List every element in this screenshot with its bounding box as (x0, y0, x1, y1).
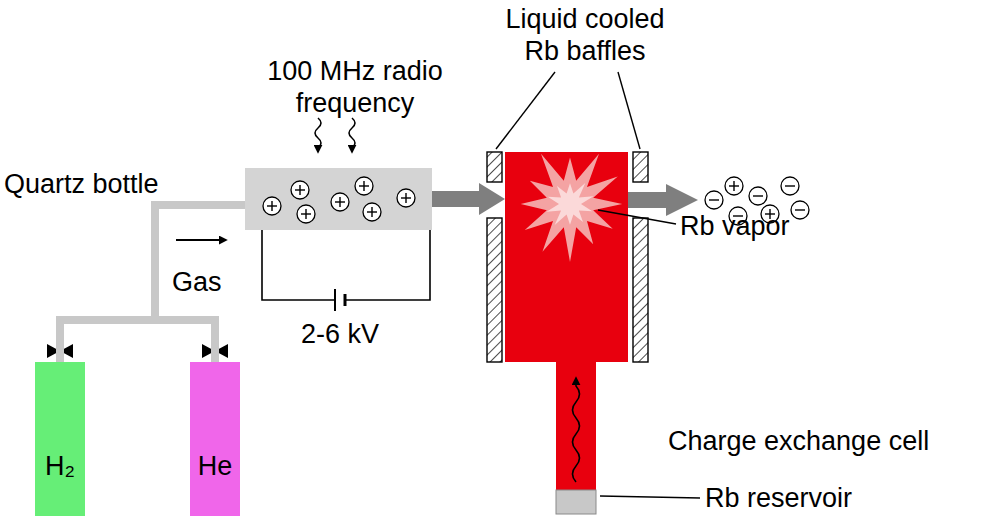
positive-ion (299, 185, 300, 195)
positive-ion (263, 197, 281, 215)
cell-label: Charge exchange cell (668, 425, 929, 457)
positive-ion (725, 177, 743, 195)
positive-ion (263, 197, 281, 215)
negative-ion (705, 191, 723, 209)
baffle (487, 152, 648, 362)
leader-line (600, 496, 700, 498)
positive-ion (305, 209, 306, 219)
positive-ion (405, 193, 406, 203)
positive-ion (725, 177, 743, 195)
flow-arrow (176, 239, 226, 241)
negative-ion (791, 201, 809, 219)
negative-ion (791, 201, 809, 219)
positive-ion (363, 203, 381, 221)
negative-ion (795, 209, 805, 210)
valve-symbol (47, 344, 228, 358)
positive-ion (297, 205, 315, 223)
negative-ion (781, 177, 799, 195)
positive-ion (331, 193, 349, 211)
positive-ion (371, 207, 372, 217)
gas-bottle: He (190, 362, 240, 516)
vapor-flow (573, 378, 580, 482)
voltage-circuit (344, 294, 347, 306)
negative-ion (781, 177, 799, 195)
positive-ion (355, 177, 373, 195)
positive-ion (271, 201, 272, 211)
positive-ion (355, 177, 373, 195)
leader-line (598, 210, 676, 224)
positive-ion (733, 181, 734, 191)
positive-ion (339, 197, 340, 207)
node-text: He (198, 450, 233, 482)
positive-ion (363, 203, 381, 221)
negative-ion (749, 187, 767, 205)
baffle (487, 152, 502, 182)
leader-line (598, 210, 700, 498)
positive-ion (331, 193, 349, 211)
node-text: Quartz bottle (4, 168, 159, 200)
leader-line (618, 72, 640, 149)
voltage-circuit (334, 289, 336, 311)
baffle (633, 152, 648, 182)
voltage-circuit (346, 230, 430, 300)
node-text: Rb vapor (680, 210, 790, 242)
leader-line (496, 72, 640, 149)
positive-ion (397, 189, 415, 207)
rf-wave (349, 118, 355, 152)
negative-ion (785, 185, 795, 186)
ion-group (263, 177, 415, 223)
positive-ion (297, 205, 315, 223)
voltage-circuit (262, 230, 334, 300)
cell-tube (556, 358, 596, 490)
rb-reservoir (556, 490, 596, 514)
reservoir-label: Rb reservoir (705, 482, 852, 514)
gas-label: Gas (172, 266, 222, 298)
gas-pipe (60, 205, 245, 362)
leader-line (496, 72, 555, 149)
baffle (633, 218, 648, 362)
negative-ion (753, 195, 763, 196)
negative-ion (705, 191, 723, 209)
positive-ion (397, 189, 415, 207)
voltage-label: 2-6 kV (290, 318, 390, 350)
positive-ion (291, 181, 309, 199)
positive-ion (363, 181, 364, 191)
negative-ion (709, 199, 719, 200)
node-text: H₂ (45, 450, 75, 482)
voltage-circuit (262, 230, 430, 311)
beam-arrow (432, 191, 479, 207)
beam-arrow (628, 192, 668, 208)
rf-label: 100 MHz radio frequency (260, 55, 450, 119)
vapor-core (547, 183, 594, 225)
vapor-burst (521, 154, 623, 262)
vapor-burst (521, 154, 623, 262)
gas-bottle: H₂ (35, 362, 85, 516)
baffle (487, 218, 502, 362)
positive-ion (291, 181, 309, 199)
gas-pipe (155, 205, 245, 362)
rf-wave (315, 118, 321, 152)
baffle-label: Liquid cooled Rb baffles (485, 3, 685, 67)
rf-wave (315, 118, 355, 152)
negative-ion (749, 187, 767, 205)
